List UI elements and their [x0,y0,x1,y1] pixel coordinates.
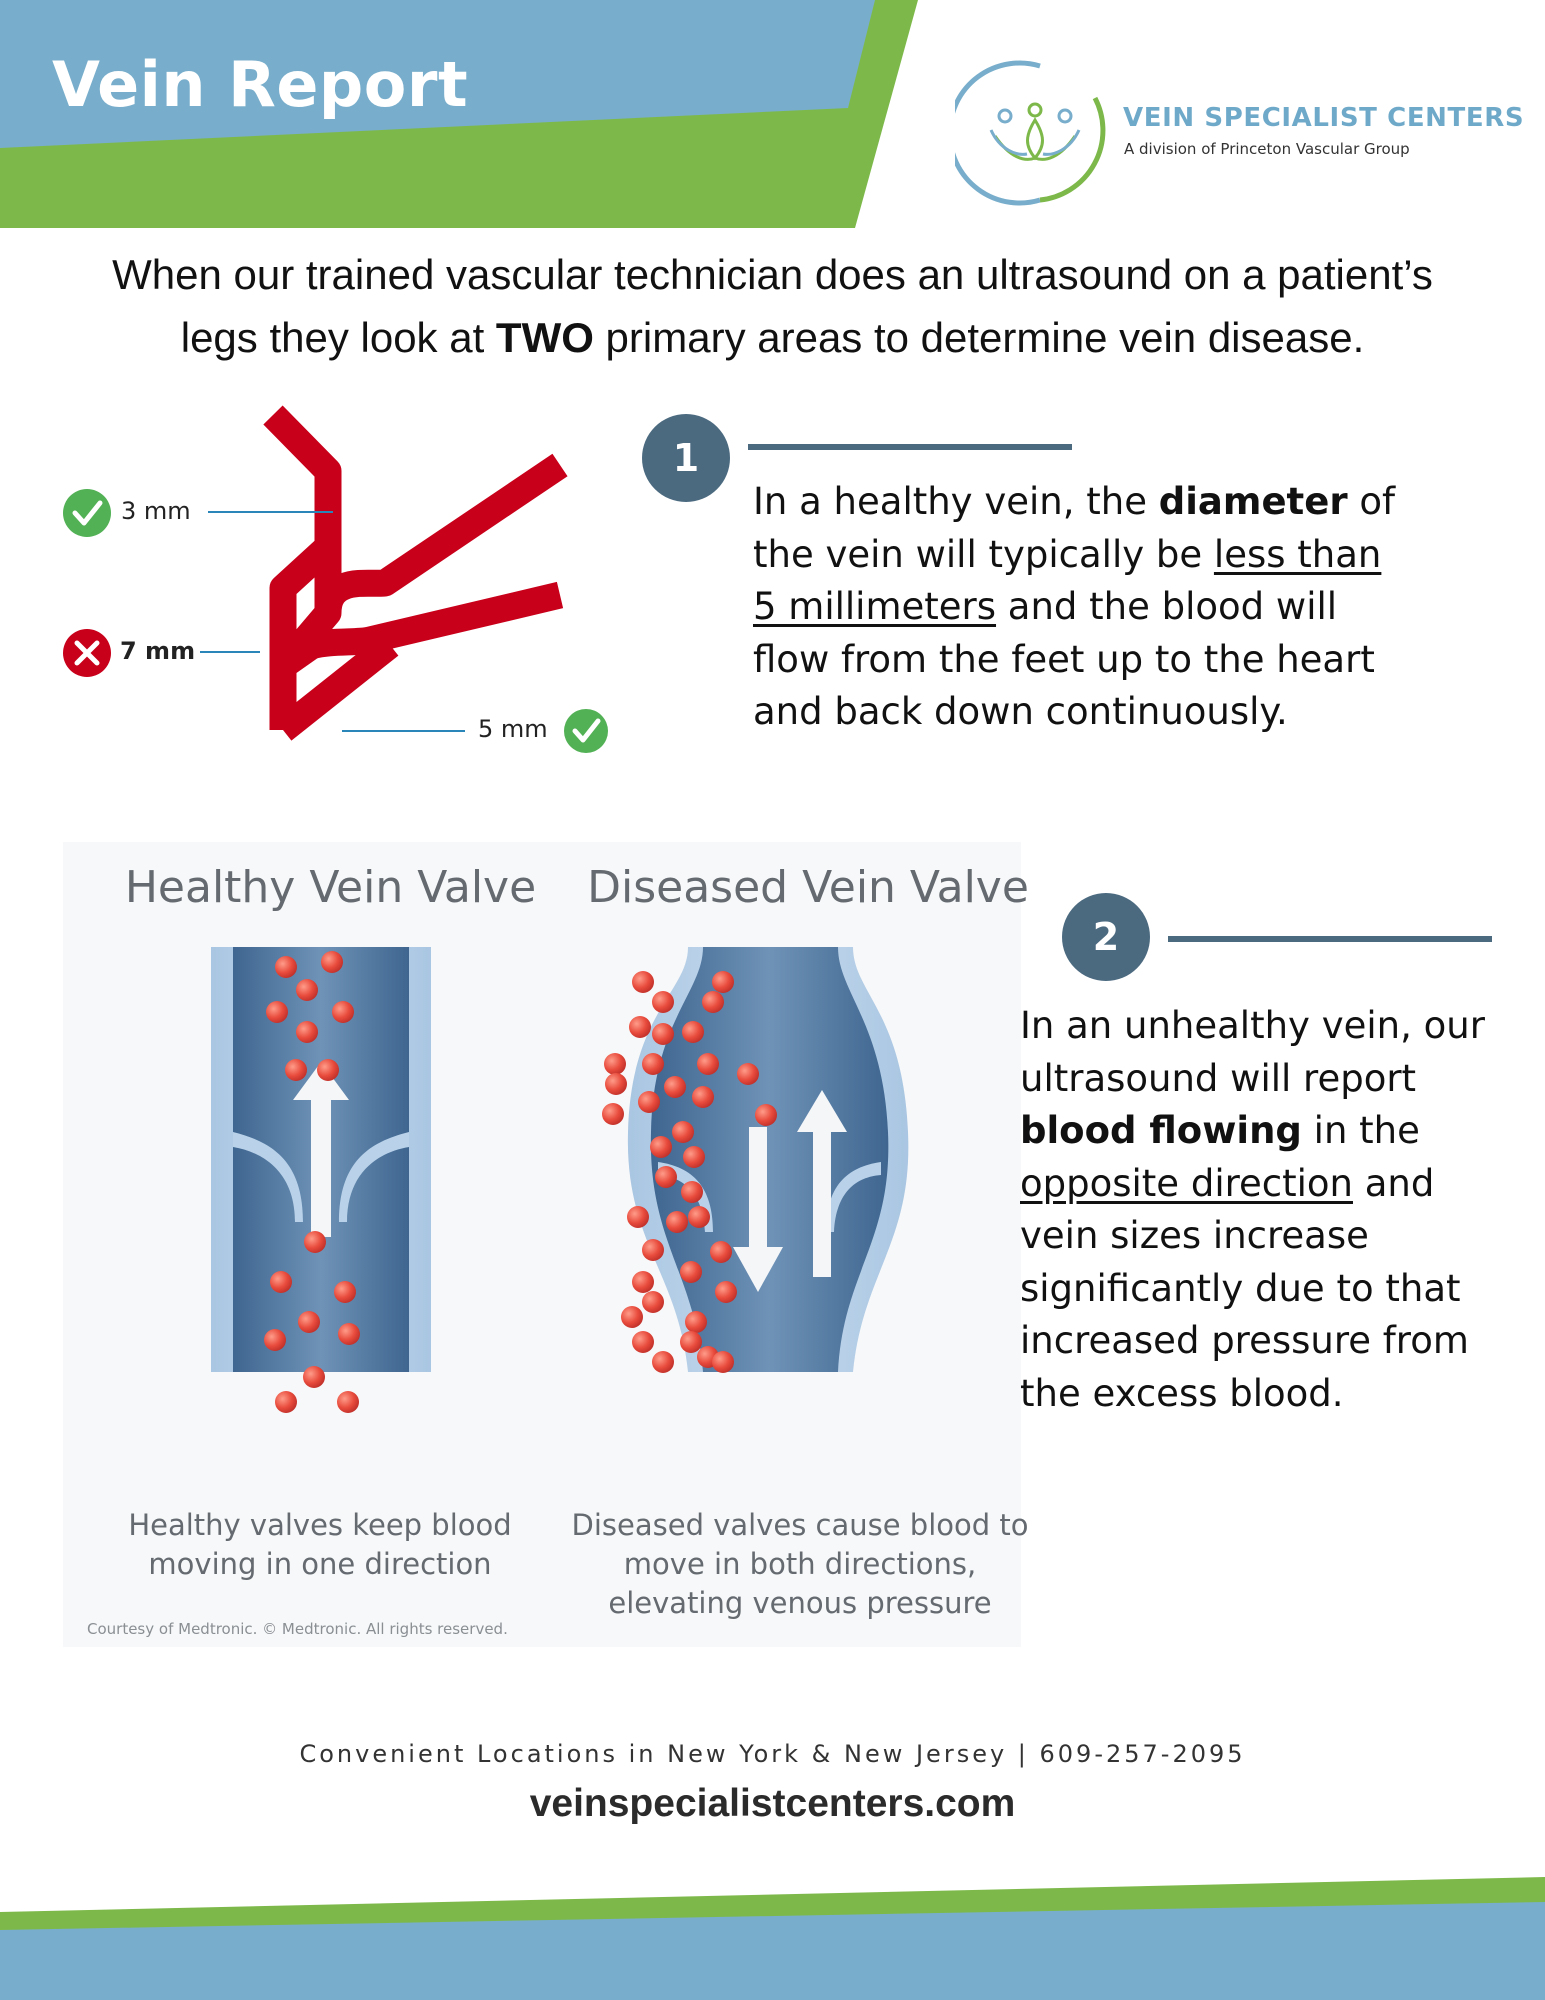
header-band [0,0,918,228]
intro-emphasis: TWO [495,314,594,361]
image-credit: Courtesy of Medtronic. © Medtronic. All … [87,1620,508,1638]
diameter-label-3mm: 3 mm [121,497,191,525]
blood-cell [298,1311,320,1333]
blood-cell [712,1351,734,1373]
healthy-vein-graphic [211,947,431,1413]
blood-cell [655,1166,677,1188]
blood-cell [629,1016,651,1038]
footer-band [0,1877,1545,2000]
blood-cell [652,991,674,1013]
healthy-valve-title: Healthy Vein Valve [124,862,537,913]
blood-cell [296,979,318,1001]
step-1-text: In a healthy vein, the diameter of the v… [753,480,1395,733]
blood-cell [702,991,724,1013]
intro-line-1: When our trained vascular technician doe… [112,251,1433,298]
blood-cell [275,956,297,978]
blood-cell [266,1001,288,1023]
blood-cell [604,1053,626,1075]
blood-cell [602,1103,624,1125]
step-2-rule [1168,936,1492,942]
blood-cell [632,1271,654,1293]
blood-cell [737,1063,759,1085]
blood-cell [275,1391,297,1413]
blood-cell [652,1351,674,1373]
blood-cell [672,1121,694,1143]
blood-cell [627,1206,649,1228]
blood-cell [681,1181,703,1203]
vein-diameter-diagram [63,405,608,753]
blood-cell [683,1146,705,1168]
step-2-emphasis: blood flowing [1020,1109,1302,1152]
locations-and-phone: Convenient Locations in New York & New J… [299,1740,1246,1768]
blood-cell [317,1059,339,1081]
blood-cell [285,1059,307,1081]
blood-cell [304,1231,326,1253]
page-title: Vein Report [52,48,469,121]
blood-cell [264,1329,286,1351]
blood-cell [270,1271,292,1293]
step-1-underline: less than 5 millimeters [753,532,1382,629]
diseased-valve-title: Diseased Vein Valve [587,862,1029,913]
step-1-rule [748,444,1072,450]
upward-flow-arrow [293,1062,349,1237]
blood-cell [680,1331,702,1353]
intro-line-2-post: primary areas to determine vein disease. [593,314,1365,361]
step-1-emphasis: diameter [1158,480,1348,523]
blood-cell [692,1086,714,1108]
blood-cell [642,1053,664,1075]
blood-cell [650,1136,672,1158]
vein-branch-illustration [263,405,568,741]
blood-cell [332,1001,354,1023]
blood-cell [666,1211,688,1233]
blood-cell [688,1206,710,1228]
blood-cell [632,1331,654,1353]
website-link[interactable]: veinspecialistcenters.com [529,1782,1016,1825]
blood-cell [338,1323,360,1345]
diameter-label-7mm: 7 mm [120,637,196,665]
healthy-valve-caption: Healthy valves keep blood moving in one … [128,1508,512,1581]
x-icon [63,629,111,677]
brand-name: VEIN SPECIALIST CENTERS [1123,103,1525,133]
check-icon [564,709,608,753]
step-2-text: In an unhealthy vein, our ultrasound wil… [1020,1004,1485,1415]
blood-cell [664,1076,686,1098]
step-2-badge: 2 [1062,893,1150,981]
check-icon [63,489,111,537]
blood-cell [685,1311,707,1333]
step-1-badge: 1 [642,414,730,502]
blood-cells [264,951,360,1413]
blood-cell [642,1239,664,1261]
blood-cell [712,971,734,993]
blood-cell [682,1021,704,1043]
blood-cells [602,971,777,1373]
intro-text: When our trained vascular technician doe… [20,243,1525,369]
diameter-label-5mm: 5 mm [478,715,548,743]
blood-cell [296,1021,318,1043]
step-2-underline: opposite direction [1020,1161,1353,1205]
brand-subtitle: A division of Princeton Vascular Group [1124,140,1410,158]
blood-cell [642,1291,664,1313]
diseased-valve-caption: Diseased valves cause blood to move in b… [571,1508,1029,1620]
blood-cell [605,1073,627,1095]
bidirectional-flow-arrows [733,1090,847,1292]
blood-cell [334,1281,356,1303]
diseased-vein-graphic [602,947,909,1373]
blood-cell [697,1053,719,1075]
blood-cell [710,1241,732,1263]
blood-cell [680,1261,702,1283]
blood-cell [621,1306,643,1328]
blood-cell [755,1104,777,1126]
blood-cell [337,1391,359,1413]
blood-cell [715,1281,737,1303]
valve-illustration [211,947,909,1413]
blood-cell [632,971,654,993]
blood-cell [652,1023,674,1045]
intro-line-2-pre: legs they look at [180,314,496,361]
blood-cell [638,1091,660,1113]
blood-cell [321,951,343,973]
blood-cell [303,1366,325,1388]
lotus-figures-logo-icon [955,60,1106,206]
